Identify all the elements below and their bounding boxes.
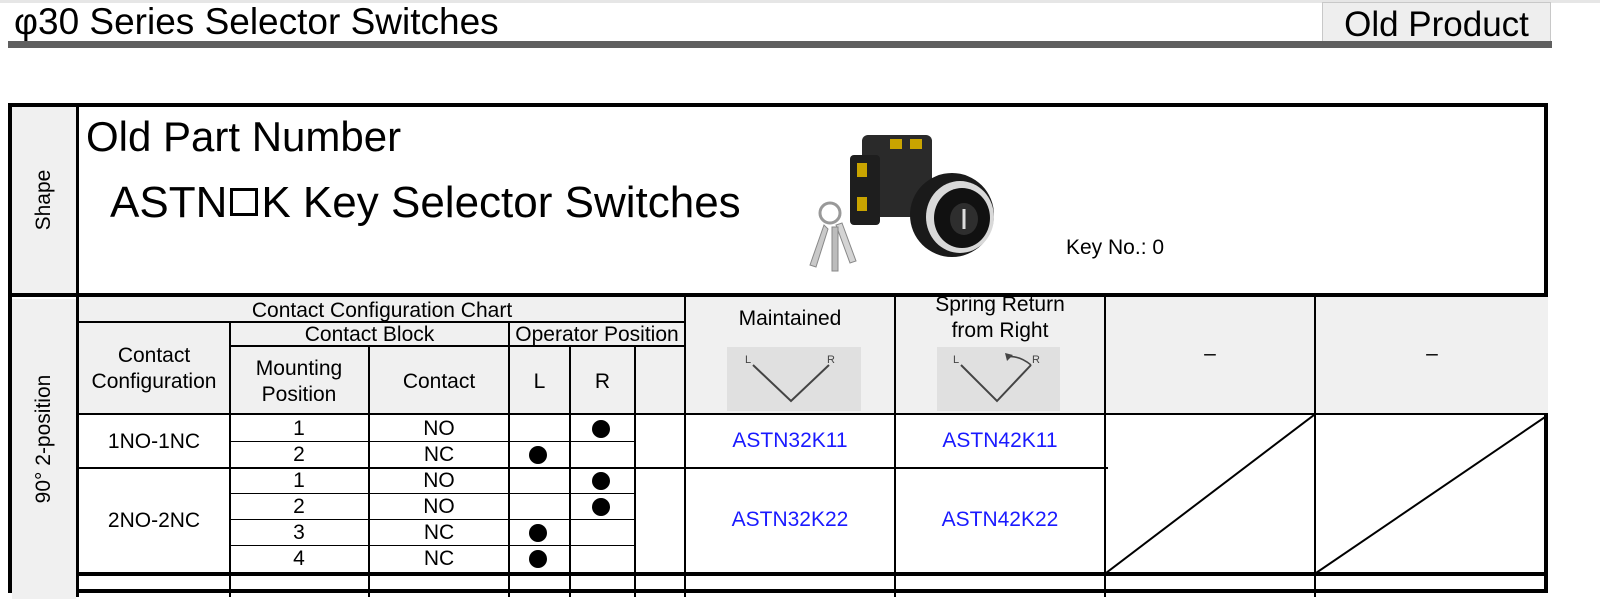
mount-pos: 3 <box>293 521 305 544</box>
position-dot <box>592 420 610 438</box>
contact-type: NC <box>423 547 455 570</box>
position-dot <box>529 550 547 568</box>
diagram-l-label: L <box>745 354 751 366</box>
part-number-link[interactable]: ASTN32K11 <box>732 429 848 452</box>
mount-pos: 2 <box>293 495 305 518</box>
old-part-number-label: Old Part Number <box>86 113 402 160</box>
top-border <box>0 0 1600 3</box>
position-dot <box>592 472 610 490</box>
contact-type: NO <box>423 417 455 440</box>
contact-block-header: Contact Block <box>304 323 435 346</box>
contact-type: NC <box>423 521 455 544</box>
spring-return-header-1: Spring Return <box>935 293 1065 316</box>
maintained-header: Maintained <box>738 307 842 330</box>
config-1nc-1no: 1NO-1NC <box>107 430 201 453</box>
part-number-link[interactable]: ASTN32K22 <box>731 508 849 531</box>
spring-return-header-2: from Right <box>951 319 1049 342</box>
part-number-link[interactable]: ASTN42K22 <box>941 508 1059 531</box>
not-applicable-slash <box>1316 415 1548 573</box>
diagram-r-label: R <box>1032 354 1040 366</box>
page-title: φ30 Series Selector Switches <box>14 1 499 42</box>
position-label: 90° 2-position <box>32 374 55 504</box>
shape-side-cell: Shape <box>12 107 76 295</box>
position-dot <box>592 498 610 516</box>
contact-type: NO <box>423 495 455 518</box>
chart-title: Contact Configuration Chart <box>251 299 513 322</box>
old-product-badge: Old Product <box>1322 2 1551 44</box>
not-applicable-slash <box>1106 415 1314 573</box>
contact-config-header-1: Contact <box>117 344 191 367</box>
mounting-position-header-2: Position <box>261 383 337 406</box>
config-2no-2nc: 2NO-2NC <box>107 509 201 532</box>
side-divider <box>76 107 79 597</box>
series-suffix: K Key Selector Switches <box>261 178 741 227</box>
series-prefix: ASTN <box>110 178 228 227</box>
diagram-r-label: R <box>827 354 835 366</box>
mount-pos: 1 <box>293 469 305 492</box>
contact-type: NO <box>423 469 455 492</box>
key-number: Key No.: 0 <box>1066 236 1165 259</box>
mount-pos: 2 <box>293 443 305 466</box>
placeholder-box-icon <box>230 188 259 216</box>
maintained-diagram: L R <box>727 347 861 411</box>
mount-pos: 1 <box>293 417 305 440</box>
position-dot <box>529 524 547 542</box>
contact-header: Contact <box>402 370 476 393</box>
mounting-position-header-1: Mounting <box>255 357 343 380</box>
product-table: Shape 90° 2-position Old Part Number AST… <box>8 103 1548 599</box>
position-dot <box>529 446 547 464</box>
contact-config-header-2: Configuration <box>91 370 217 393</box>
series-name: ASTN K Key Selector Switches <box>110 177 741 229</box>
selector-switch-image <box>809 135 994 272</box>
diagram-l-label: L <box>953 354 959 366</box>
spring-return-diagram: L R <box>937 347 1060 411</box>
part-number-link[interactable]: ASTN42K11 <box>942 429 1058 452</box>
position-l-header: L <box>533 370 546 393</box>
shape-label: Shape <box>32 169 55 231</box>
contact-type: NC <box>423 443 455 466</box>
dash-header-2: – <box>1426 342 1438 365</box>
section-divider <box>12 293 1548 297</box>
position-side-cell: 90° 2-position <box>12 299 76 599</box>
operator-position-header: Operator Position <box>515 323 679 346</box>
dash-header-1: – <box>1204 342 1216 365</box>
position-r-header: R <box>594 370 611 393</box>
title-underline <box>8 41 1552 48</box>
mount-pos: 4 <box>293 547 305 570</box>
